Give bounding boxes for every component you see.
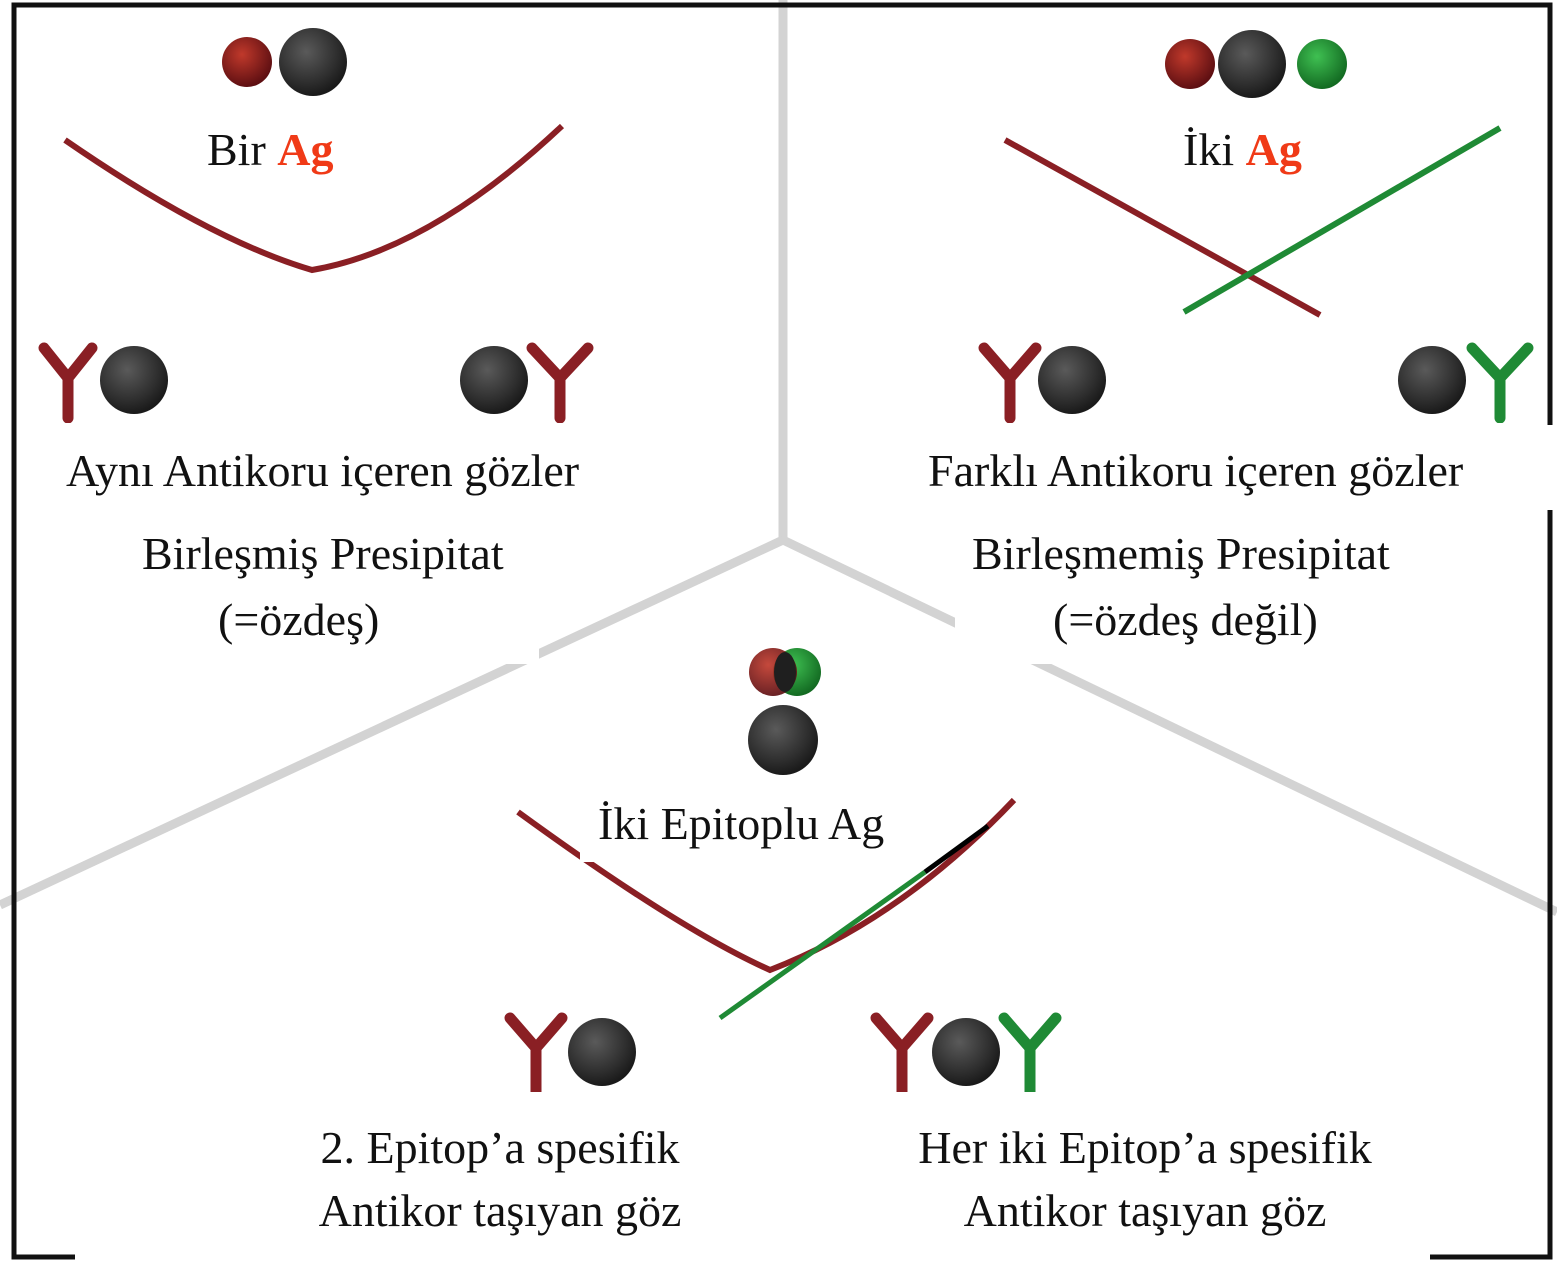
bottom-left-caption: 2. Epitop’a spesifik Antikor taşıyan göz [75, 1092, 925, 1263]
bottom-precipitin-spur-green [718, 869, 927, 1021]
left-title-prefix: Bir [207, 124, 266, 175]
left-precipitin-arc [63, 123, 565, 274]
right-antibody-well-2 [1398, 342, 1534, 424]
right-antibody-well-1 [978, 342, 1106, 424]
bottom-antibody-well-2 [870, 1012, 1062, 1098]
left-title-ag: Ag [277, 124, 334, 175]
right-antigen-well [1165, 30, 1347, 98]
right-caption-3: (=özdeş değil) [955, 590, 1338, 665]
bottom-antigen-well [748, 648, 821, 775]
bottom-pointer-line [923, 823, 990, 875]
bottom-left-caption-1: 2. Epitop’a spesifik [320, 1122, 680, 1173]
bottom-precipitin-arc [516, 797, 1017, 974]
right-precipitin-line-green [1182, 125, 1502, 315]
left-title: Bir Ag [207, 124, 334, 175]
bottom-right-caption: Her iki Epitop’a spesifik Antikor taşıya… [860, 1092, 1430, 1263]
right-caption-2: Birleşmemiş Presipitat [958, 518, 1404, 583]
left-antibody-well-1 [38, 342, 168, 424]
bottom-right-caption-2: Antikor taşıyan göz [963, 1185, 1327, 1237]
bottom-title: İki Epitoplu Ag [580, 796, 915, 863]
right-precipitin-line-red [1003, 137, 1322, 318]
bottom-left-caption-2: Antikor taşıyan göz [318, 1185, 682, 1237]
left-antigen-well [222, 28, 347, 96]
right-title-ag: Ag [1245, 124, 1302, 175]
right-title: İki Ag [1183, 124, 1302, 175]
left-caption-2: Birleşmiş Presipitat [130, 518, 522, 583]
bottom-right-caption-1: Her iki Epitop’a spesifik [918, 1122, 1372, 1173]
right-title-prefix: İki [1183, 124, 1235, 175]
panel-dividers [0, 0, 1557, 917]
left-antibody-well-2 [460, 342, 594, 424]
bottom-antibody-well-1 [504, 1012, 636, 1098]
left-caption-3: (=özdeş) [160, 590, 540, 665]
left-caption-1: Aynı Antikoru içeren gözler [40, 423, 590, 500]
right-caption-1: Farklı Antikoru içeren gözler [900, 423, 1504, 500]
